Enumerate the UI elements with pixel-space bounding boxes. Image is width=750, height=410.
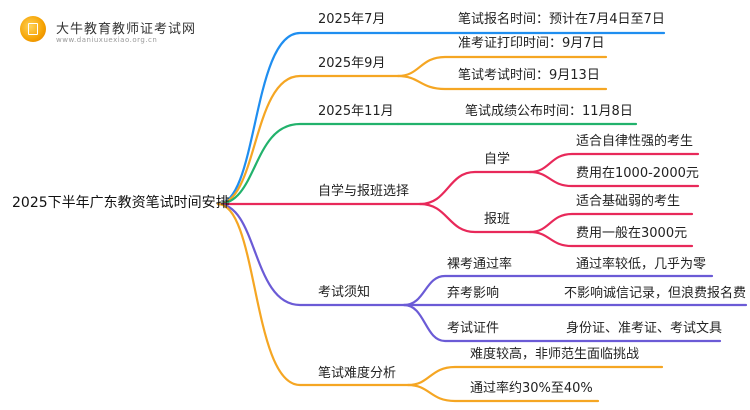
branch-exam-notes: 考试须知 [318, 285, 371, 300]
sub-self-study: 自学 [484, 152, 511, 167]
branch-2025-11: 2025年11月 [318, 104, 394, 119]
branch-difficulty: 笔试难度分析 [318, 366, 397, 381]
row-abandon-key: 弃考影响 [447, 286, 500, 301]
row-documents-value: 身份证、准考证、考试文具 [566, 321, 723, 336]
row-abandon-value: 不影响诚信记录，但浪费报名费 [564, 286, 747, 301]
leaf-exam-time: 笔试考试时间：9月13日 [458, 68, 600, 83]
branch-2025-07: 2025年7月 [318, 12, 386, 27]
connector-b5 [216, 202, 406, 307]
connector-b3 [216, 122, 400, 206]
leaf-pass-rate: 通过率约30%至40% [470, 381, 593, 396]
logo-badge-icon [20, 16, 46, 42]
logo-name: 大牛教育教师证考试网 [56, 22, 197, 37]
row-pass-rate-key: 裸考通过率 [447, 257, 513, 272]
branch-self-study-vs-class: 自学与报班选择 [318, 184, 410, 199]
row-pass-rate-value: 通过率较低，几乎为零 [576, 257, 707, 272]
site-logo: 大牛教育教师证考试网 www.daniuxuexiao.org.cn [6, 6, 206, 52]
leaf-class-cost: 费用一般在3000元 [576, 226, 688, 241]
leaf-score-release: 笔试成绩公布时间：11月8日 [465, 104, 633, 119]
leaf-admission-print-time: 准考证打印时间：9月7日 [458, 36, 605, 51]
branch-2025-09: 2025年9月 [318, 56, 386, 71]
leaf-self-study-cost: 费用在1000-2000元 [576, 166, 699, 181]
connector-b1 [216, 31, 400, 206]
connector-b2 [216, 74, 400, 206]
logo-url: www.daniuxuexiao.org.cn [56, 36, 158, 44]
sub-class: 报班 [484, 212, 511, 227]
leaf-difficulty-high: 难度较高，非师范生面临挑战 [470, 347, 640, 362]
connector-b6 [216, 202, 410, 387]
leaf-self-study-fit: 适合自律性强的考生 [576, 134, 694, 149]
leaf-class-fit: 适合基础弱的考生 [576, 194, 681, 209]
root-node: 2025下半年广东教资笔试时间安排 [12, 195, 230, 211]
leaf-registration-time: 笔试报名时间：预计在7月4日至7日 [458, 12, 665, 27]
row-documents-key: 考试证件 [447, 321, 500, 336]
